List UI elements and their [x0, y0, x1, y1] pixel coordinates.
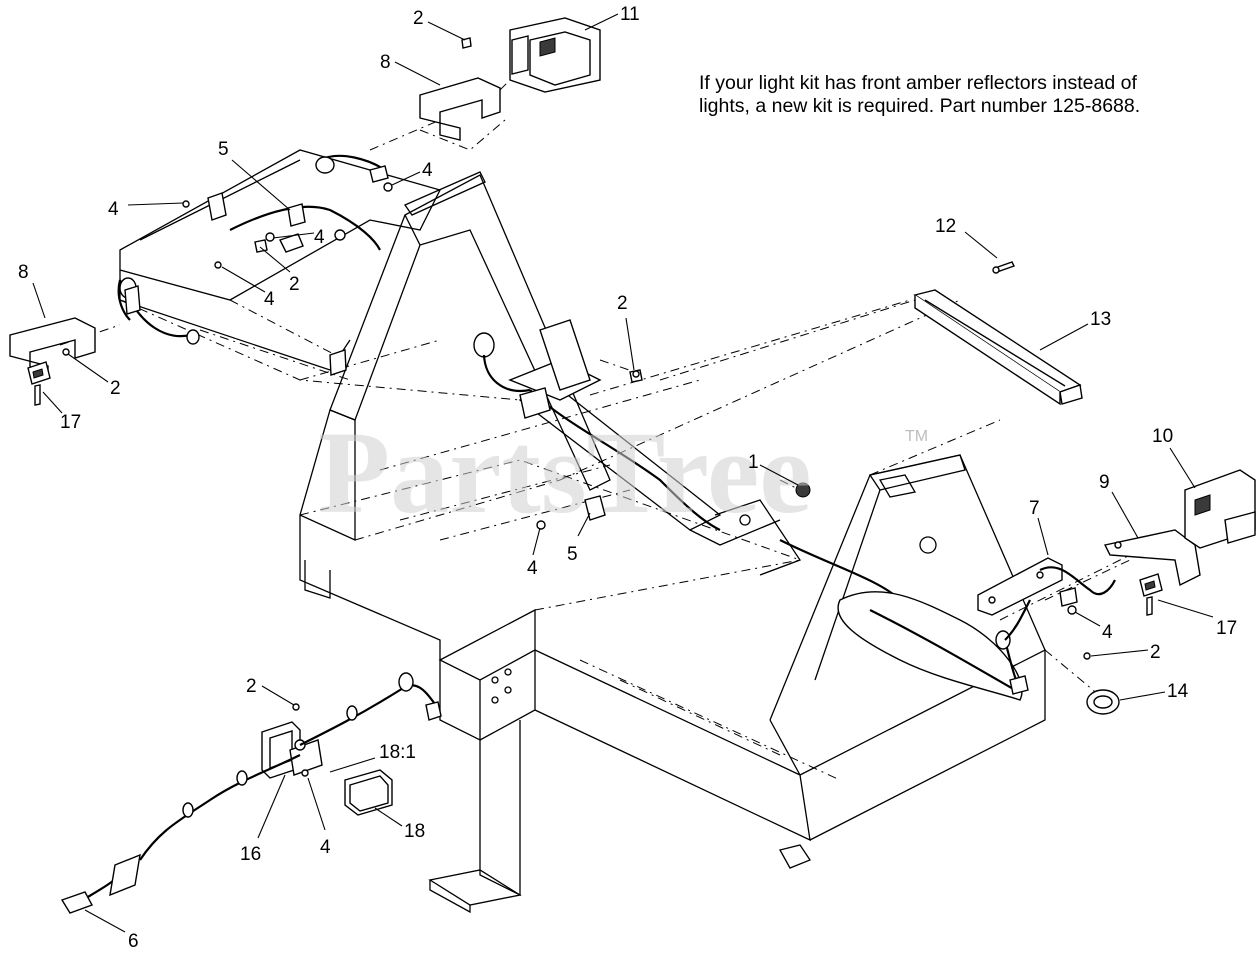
callout-label: 2: [289, 274, 300, 295]
callout-label: 4: [422, 160, 433, 181]
callout-label: 13: [1090, 309, 1111, 330]
watermark: PartsTree TM: [318, 407, 928, 538]
kit-note-line-2: lights, a new kit is required. Part numb…: [699, 95, 1141, 117]
right-harness-icon: [837, 591, 1029, 701]
callout-label: 9: [1099, 472, 1110, 493]
callout-label: 8: [380, 52, 391, 73]
light-11-icon: [509, 17, 601, 93]
center-harness-icon: [473, 319, 901, 601]
bracket-7-icon: [977, 557, 1116, 641]
callout-label: 2: [413, 8, 424, 29]
callout-label: 6: [128, 931, 139, 952]
bracket-9-icon: [1103, 529, 1201, 587]
callout-label: 12: [935, 216, 956, 237]
callout-label: 14: [1167, 681, 1189, 702]
light-10-icon: [1184, 469, 1256, 549]
callout-label: 2: [246, 676, 257, 697]
callout-label: 18:1: [379, 742, 416, 763]
reflector-13-icon: [913, 289, 1083, 406]
kit-note: If your light kit has front amber reflec…: [699, 72, 1239, 118]
lens-18-icon: [344, 769, 393, 816]
connector-17-right-icon: [1139, 573, 1163, 616]
callout-label: 8: [18, 262, 29, 283]
callout-label: 7: [1029, 498, 1040, 519]
watermark-text: PartsTree: [318, 407, 812, 538]
hitch-frame: [119, 149, 1046, 914]
rear-wiring-icon: [117, 154, 389, 376]
watermark-tm: TM: [905, 428, 928, 445]
kit-note-line-1: If your light kit has front amber reflec…: [699, 72, 1137, 94]
screw-12-icon: [992, 261, 1015, 274]
callout-label: 2: [1150, 642, 1161, 663]
callout-label: 2: [617, 293, 628, 314]
callout-label: 4: [264, 289, 275, 310]
callout-label: 5: [218, 139, 229, 160]
callout-label: 10: [1152, 426, 1173, 447]
callout-label: 4: [1102, 622, 1113, 643]
screw-2-right-icon: [1083, 652, 1091, 660]
callout-label: 17: [60, 412, 81, 433]
fasteners-upper-left-icon: [62, 37, 472, 356]
callout-label: 17: [1216, 618, 1237, 639]
callout-label: 1: [748, 452, 759, 473]
callout-label: 18: [404, 821, 425, 842]
callout-label: 4: [527, 558, 538, 579]
bracket-8-top-icon: [419, 77, 501, 141]
callout-label: 4: [108, 199, 119, 220]
callout-label: 4: [320, 837, 331, 858]
light-16-icon: [261, 703, 323, 779]
bracket-8-left-icon: [9, 317, 96, 377]
screw-2-center-icon: [632, 370, 640, 378]
callout-label: 4: [314, 227, 325, 248]
callout-label: 5: [567, 544, 578, 565]
grommet-14-icon: [1086, 689, 1120, 715]
callouts: 2 11 8 5 4 4 4 2 4 8 2 17 12: [18, 4, 1237, 952]
harness-6-icon: [60, 672, 442, 914]
callout-label: 16: [240, 844, 261, 865]
hidden-lines: [59, 59, 1181, 781]
callout-label: 11: [620, 4, 640, 25]
connector-17-left-icon: [27, 361, 51, 406]
callout-label: 2: [110, 378, 121, 399]
